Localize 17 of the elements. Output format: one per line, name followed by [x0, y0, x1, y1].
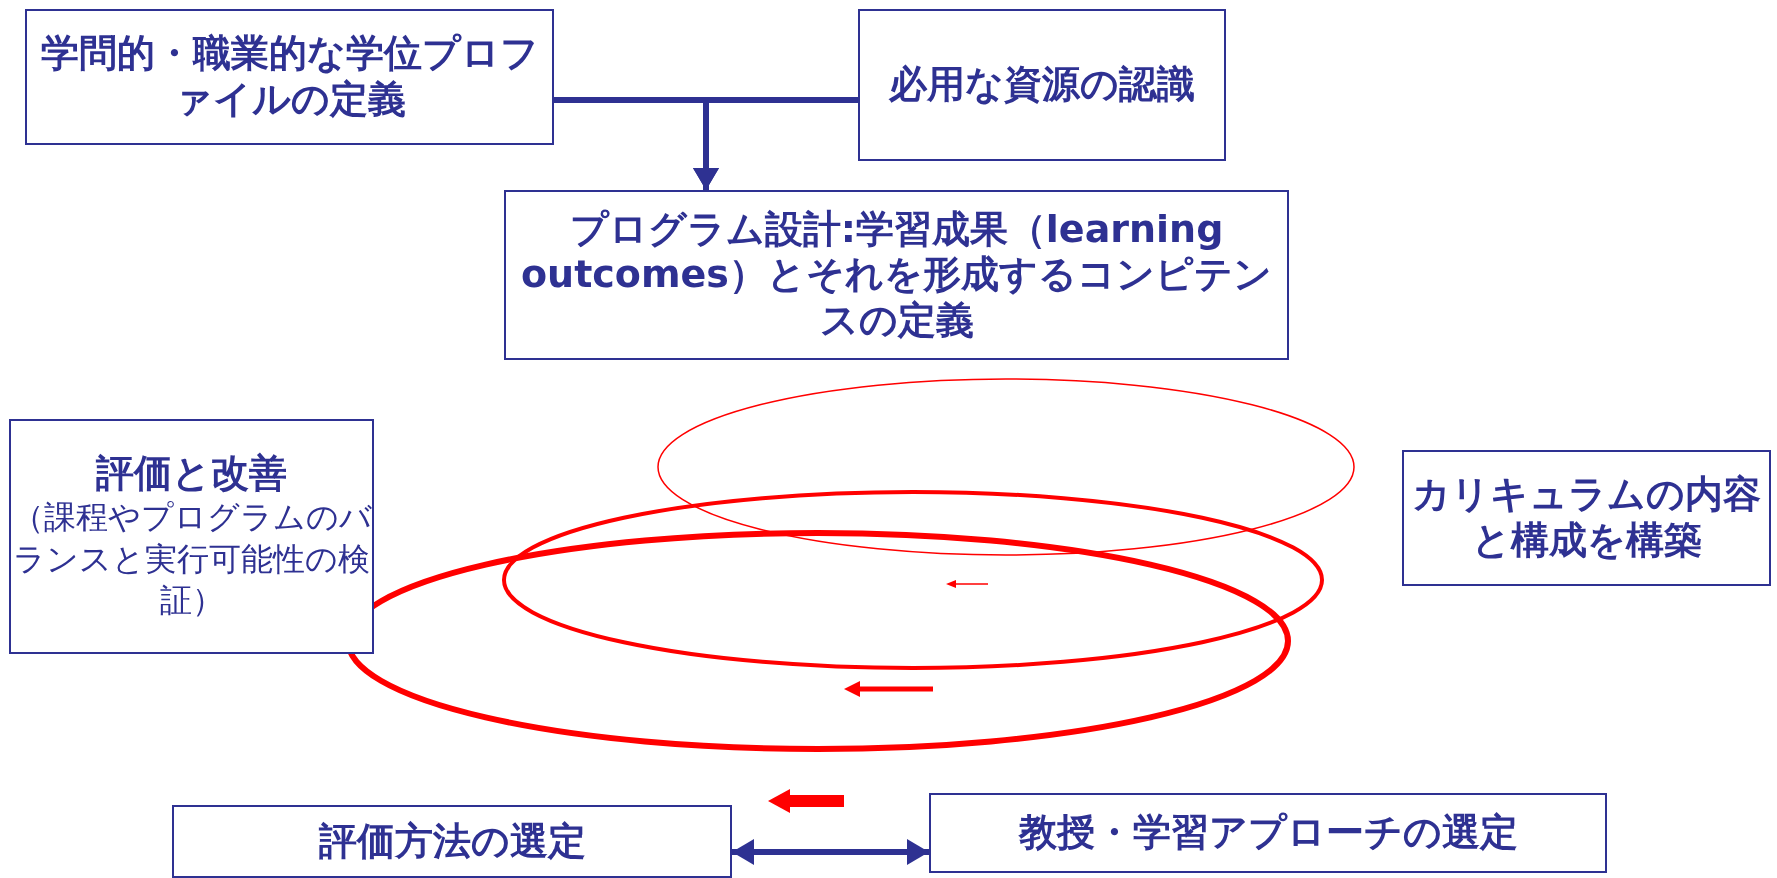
curriculum-box — [1402, 450, 1771, 586]
arrow — [693, 97, 858, 190]
definition-box — [25, 9, 554, 145]
assessment-box — [172, 805, 732, 878]
node-title: 必用な資源の認識 — [889, 62, 1195, 108]
resource-box — [858, 9, 1226, 161]
evaluation-box — [9, 419, 374, 654]
program-design-box — [504, 190, 1289, 360]
node-title: プログラム設計:学習成果（learning outcomes）とそれを形成するコンピテンスの定義 — [520, 206, 1273, 344]
node-description: （課程やプログラムのバランスと実行可能性の検証） — [11, 496, 372, 622]
node-title: 教授・学習アプローチの選定 — [1018, 810, 1518, 856]
arrow — [732, 839, 929, 865]
node-title: 評価と改善 — [96, 451, 287, 497]
node-title: 学問的・職業的な学位プロファイルの定義 — [39, 31, 540, 123]
node-title: カリキュラムの内容と構成を構築 — [1411, 472, 1762, 564]
node-title: 評価方法の選定 — [318, 818, 586, 865]
teaching-approach-box — [929, 793, 1607, 873]
